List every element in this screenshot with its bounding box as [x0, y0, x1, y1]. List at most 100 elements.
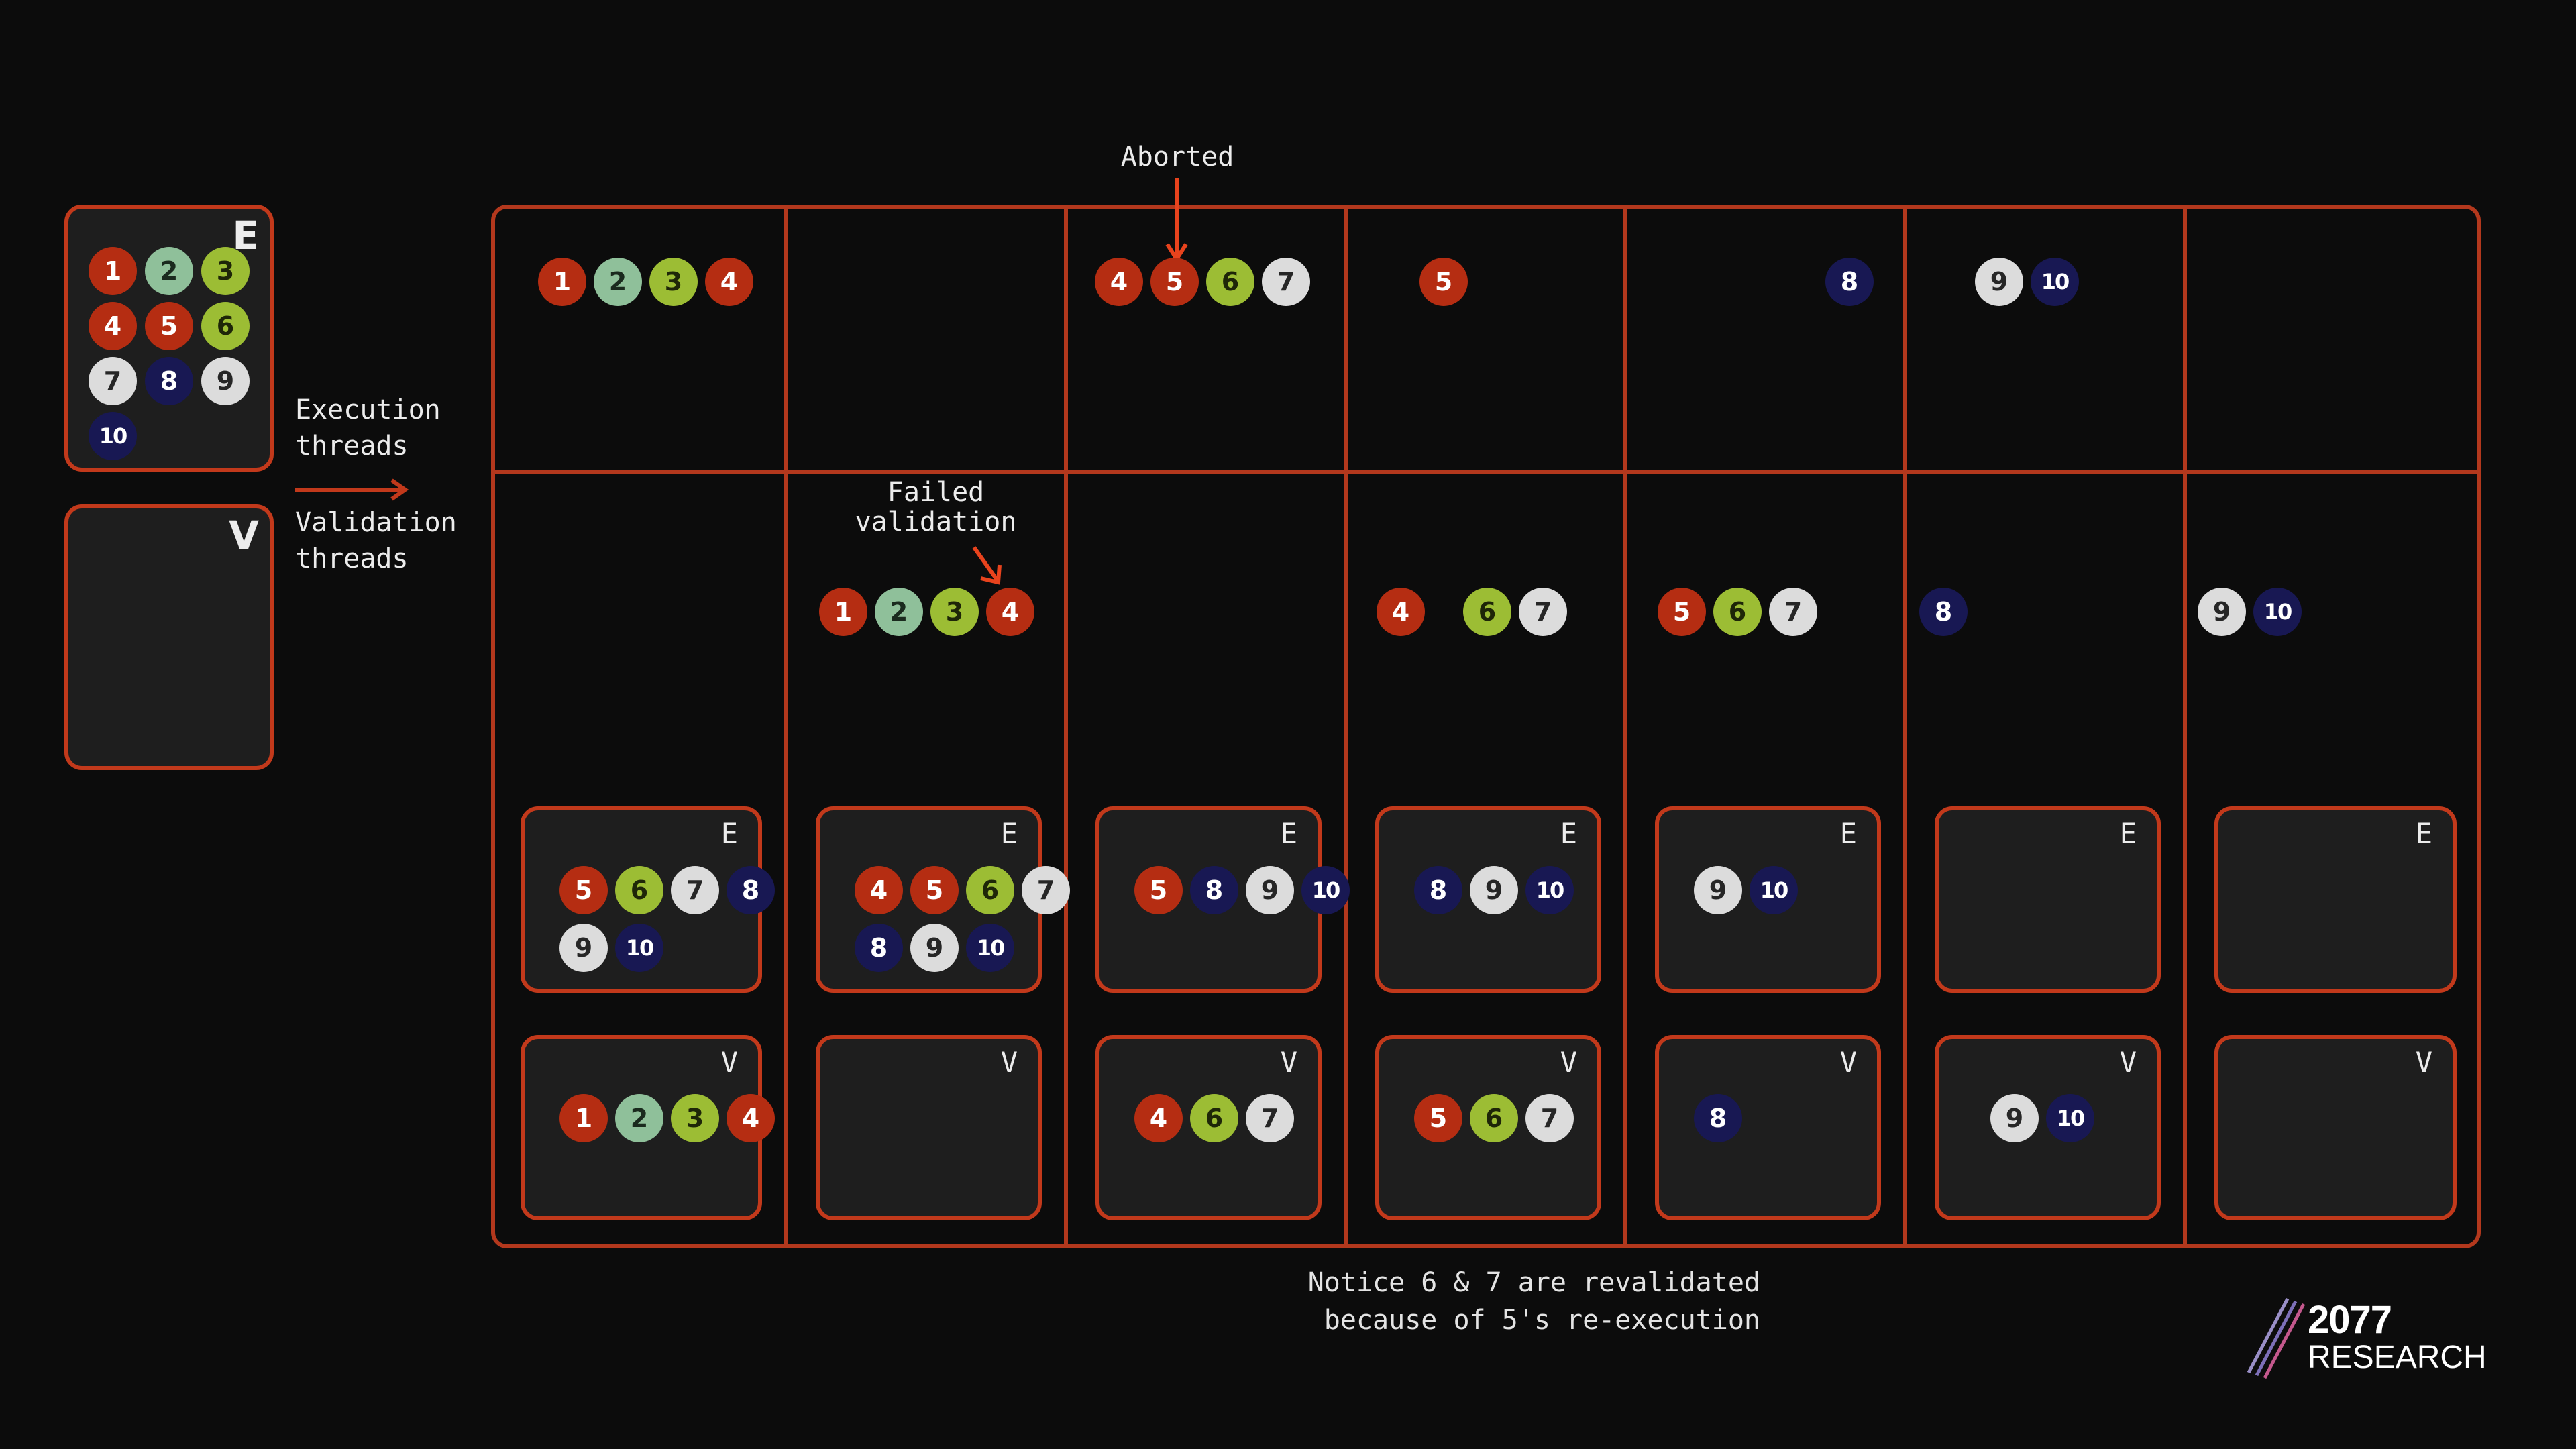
tx-6-ball: 6	[966, 866, 1014, 914]
tx-8-ball: 8	[1414, 866, 1462, 914]
validation-threads-label: Validation threads	[295, 507, 457, 574]
tx-10-ball: 10	[966, 924, 1014, 972]
tx-2-ball: 2	[594, 258, 642, 306]
tx-8-ball: 8	[1190, 866, 1238, 914]
tx-4-ball: 4	[986, 588, 1034, 636]
tx-2-ball: 2	[875, 588, 923, 636]
tx-8-ball: 8	[727, 866, 775, 914]
tx-7-ball: 7	[1519, 588, 1567, 636]
grid-column-divider	[2183, 205, 2187, 1248]
tx-10-ball: 10	[1525, 866, 1574, 914]
validation-box-label: V	[720, 1046, 738, 1079]
grid-column-divider	[1623, 205, 1627, 1248]
validation-box-label: V	[1280, 1046, 1297, 1079]
tx-8-ball: 8	[855, 924, 903, 972]
tx-4-ball: 4	[1095, 258, 1143, 306]
tx-7-ball: 7	[1525, 1094, 1574, 1142]
tx-9-ball: 9	[910, 924, 959, 972]
validation-thread-box: V	[816, 1035, 1042, 1220]
tx-1-ball: 1	[538, 258, 586, 306]
tx-10-ball: 10	[1750, 866, 1798, 914]
grid-column-divider	[1903, 205, 1907, 1248]
tx-2-ball: 2	[615, 1094, 663, 1142]
execution-thread-box: E	[1935, 806, 2161, 993]
tx-9-ball: 9	[1470, 866, 1518, 914]
tx-6-ball: 6	[1206, 258, 1254, 306]
validation-box-label: V	[1000, 1046, 1018, 1079]
tx-8-ball: 8	[1825, 258, 1874, 306]
tx-1-ball: 1	[559, 1094, 608, 1142]
execution-threads-label: Execution threads	[295, 394, 441, 462]
tx-3-ball: 3	[649, 258, 698, 306]
tx-9-ball: 9	[1990, 1094, 2039, 1142]
tx-7-ball: 7	[1262, 258, 1310, 306]
tx-5-ball: 5	[145, 302, 193, 350]
timeline-grid	[491, 205, 2481, 1248]
tx-10-ball: 10	[2253, 588, 2302, 636]
tx-5-ball: 5	[559, 866, 608, 914]
tx-7-ball: 7	[1246, 1094, 1294, 1142]
aborted-arrow-icon	[1165, 178, 1188, 263]
revalidation-note: Notice 6 & 7 are revalidated because of …	[1307, 1267, 1760, 1336]
tx-10-ball: 10	[615, 924, 663, 972]
tx-5-ball: 5	[1414, 1094, 1462, 1142]
tx-7-ball: 7	[1769, 588, 1817, 636]
tx-6-ball: 6	[615, 866, 663, 914]
grid-column-divider	[784, 205, 788, 1248]
tx-8-ball: 8	[145, 357, 193, 405]
logo-word: RESEARCH	[2308, 1340, 2487, 1375]
tx-10-ball: 10	[2031, 258, 2079, 306]
validation-box-label: V	[1560, 1046, 1577, 1079]
tx-4-ball: 4	[89, 302, 137, 350]
tx-4-ball: 4	[705, 258, 753, 306]
tx-6-ball: 6	[1190, 1094, 1238, 1142]
tx-8-ball: 8	[1694, 1094, 1742, 1142]
tx-7-ball: 7	[1022, 866, 1070, 914]
validation-box-label: V	[2119, 1046, 2137, 1079]
aborted-annotation: Aborted	[1120, 142, 1234, 172]
tx-10-ball: 10	[1301, 866, 1350, 914]
tx-1-ball: 1	[819, 588, 867, 636]
tx-9-ball: 9	[2198, 588, 2246, 636]
legend-validation-label: V	[229, 513, 259, 558]
execution-box-label: E	[2119, 817, 2137, 850]
tx-4-ball: 4	[1377, 588, 1425, 636]
execution-box-label: E	[1000, 817, 1018, 850]
validation-box-label: V	[2415, 1046, 2432, 1079]
legend-validation-box: V	[64, 504, 274, 770]
execution-thread-box: E	[2214, 806, 2457, 993]
tx-3-ball: 3	[671, 1094, 719, 1142]
tx-6-ball: 6	[1713, 588, 1762, 636]
tx-4-ball: 4	[1134, 1094, 1183, 1142]
tx-6-ball: 6	[1470, 1094, 1518, 1142]
execution-box-label: E	[2415, 817, 2432, 850]
validation-box-label: V	[1839, 1046, 1857, 1079]
failed-validation-arrow-icon	[972, 546, 1002, 585]
tx-5-ball: 5	[1419, 258, 1468, 306]
logo-stripes-icon	[2247, 1297, 2306, 1379]
grid-column-divider	[1344, 205, 1348, 1248]
execution-box-label: E	[720, 817, 738, 850]
tx-3-ball: 3	[930, 588, 979, 636]
tx-8-ball: 8	[1919, 588, 1968, 636]
tx-5-ball: 5	[910, 866, 959, 914]
tx-9-ball: 9	[1694, 866, 1742, 914]
execution-box-label: E	[1839, 817, 1857, 850]
validation-thread-box: V	[2214, 1035, 2457, 1220]
tx-4-ball: 4	[727, 1094, 775, 1142]
tx-9-ball: 9	[1246, 866, 1294, 914]
failed-validation-annotation: Failed validation	[855, 477, 1017, 537]
tx-5-ball: 5	[1134, 866, 1183, 914]
logo-number: 2077	[2308, 1298, 2392, 1342]
tx-6-ball: 6	[201, 302, 250, 350]
tx-10-ball: 10	[2046, 1094, 2094, 1142]
tx-5-ball: 5	[1150, 258, 1199, 306]
tx-6-ball: 6	[1463, 588, 1511, 636]
tx-4-ball: 4	[855, 866, 903, 914]
tx-3-ball: 3	[201, 247, 250, 295]
tx-9-ball: 9	[201, 357, 250, 405]
legend-arrow-icon	[295, 478, 409, 501]
tx-2-ball: 2	[145, 247, 193, 295]
tx-1-ball: 1	[89, 247, 137, 295]
execution-box-label: E	[1280, 817, 1297, 850]
